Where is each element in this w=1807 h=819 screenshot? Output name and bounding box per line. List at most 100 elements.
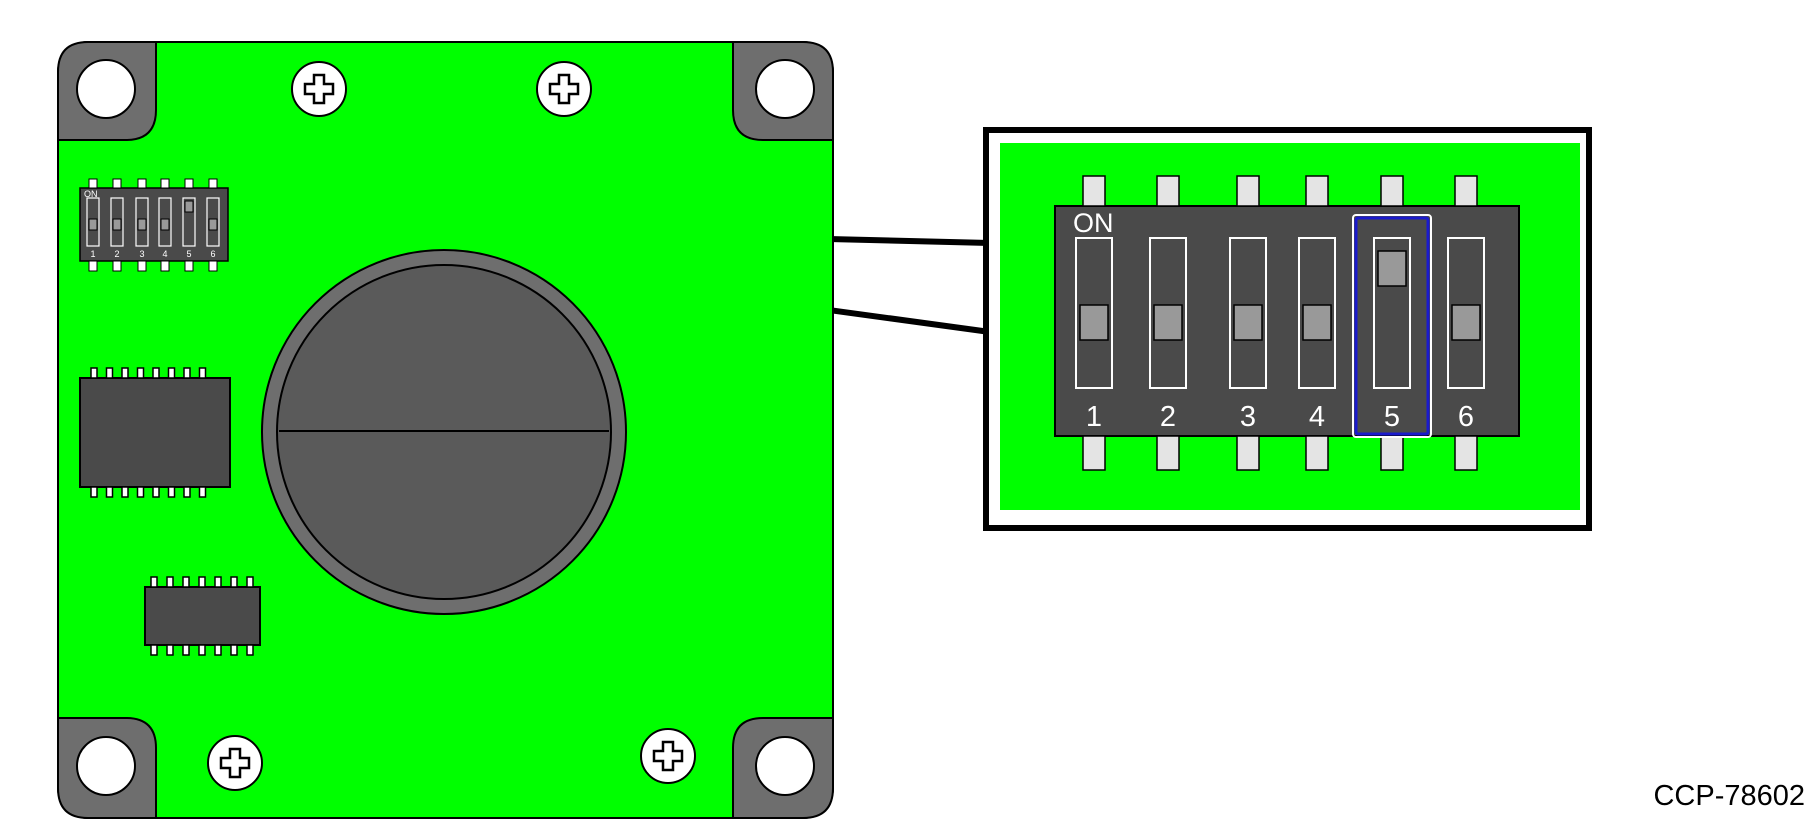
mini-switch-number: 6 [210,249,215,259]
chip-pin [150,576,158,588]
mini-switch-pin [88,178,98,189]
switch-pin-top [1156,175,1180,207]
switch-toggle-4 [1302,304,1332,341]
mini-switch-knob [88,218,98,231]
mounting-hole-top-right [755,59,815,119]
switch-pin-top [1454,175,1478,207]
mini-switch-slot [182,197,196,247]
chip-pin [105,486,114,498]
chip-pin [166,576,174,588]
switch-slot [1229,237,1267,389]
mini-switch-pin [112,178,122,189]
switch-toggle-2 [1153,304,1183,341]
switch-pin-bottom [1305,435,1329,471]
ic-chip-large [79,367,231,498]
chip-pin [182,576,190,588]
chip-pin [136,367,145,379]
mini-switch-pin [208,260,218,272]
switch-number-1: 1 [1086,401,1102,433]
mounting-hole-bottom-left [76,736,136,796]
mini-switch-number: 3 [139,249,144,259]
chip-pin [121,367,129,379]
switch-slot [1075,237,1113,389]
mini-switch-knob [160,218,170,231]
chip-pin [183,486,191,498]
mini-switch-slot [86,197,100,247]
switch-pin-bottom [1156,435,1180,471]
switch-number-6: 6 [1458,401,1474,433]
switch-slot [1149,237,1187,389]
switch-pin-bottom [1380,435,1404,471]
coin-battery [261,249,627,615]
switch-slot [1298,237,1336,389]
chip-pin [230,644,238,656]
switch-slot [1373,237,1411,389]
switch-number-3: 3 [1240,401,1256,433]
chip-pin [198,576,206,588]
mini-switch-slot [135,197,149,247]
mini-switch-number: 1 [90,249,95,259]
switch-toggle-1 [1079,304,1109,341]
switch-toggle-3 [1233,304,1263,341]
mounting-hole-top-left [76,59,136,119]
chip-pin [167,367,176,379]
chip-pin [246,644,254,656]
mini-switch-pin [208,178,218,189]
mini-switch-slot [206,197,220,247]
chip-pin [198,486,207,498]
dip-switch-body [1054,205,1520,437]
switch-highlight-outline [1352,214,1432,438]
chip-pin [246,576,254,588]
chip-pin [150,644,158,656]
switch-pin-top [1082,175,1106,207]
mini-switch-number: 4 [162,249,167,259]
chip-pin [167,486,176,498]
screw-icon [536,61,592,117]
screw-icon [291,61,347,117]
mini-switch-pin [184,260,194,272]
mini-switch-pin [160,178,170,189]
mini-switch-pin [137,178,147,189]
mounting-hole-bottom-right [755,736,815,796]
mini-switch-slot [110,197,124,247]
switch-pin-top [1236,175,1260,207]
mini-switch-number: 2 [114,249,119,259]
chip-pin [198,644,206,656]
mini-switch-knob [208,218,218,231]
ic-chip-small [144,576,261,656]
dip-switch-miniature: ON 1 2 3 4 5 6 [79,178,229,272]
circuit-board: ON 1 2 3 4 5 6 [57,41,834,819]
mini-switch-pin [88,260,98,272]
figure-id: CCP-78602 [1653,780,1805,812]
chip-pin [198,367,207,379]
mini-switch-pin [160,260,170,272]
mini-switch-knob [112,218,122,231]
chip-pin [183,367,191,379]
mini-switch-pin [137,260,147,272]
chip-pin [136,486,145,498]
switch-slot [1447,237,1485,389]
chip-pin [182,644,190,656]
mini-on-label: ON [84,189,98,199]
screw-icon [640,728,696,784]
switch-pin-top [1380,175,1404,207]
switch-number-2: 2 [1160,401,1176,433]
switch-pin-top [1305,175,1329,207]
mini-switch-number: 5 [186,249,191,259]
mini-switch-pin [184,178,194,189]
chip-pin [230,576,238,588]
chip-pin [105,367,114,379]
mini-switch-slot [158,197,172,247]
switch-number-4: 4 [1309,401,1325,433]
switch-pin-bottom [1454,435,1478,471]
chip-pin [152,486,160,498]
chip-pin [214,576,222,588]
switch-highlight-box [1354,216,1430,436]
screw-icon [207,735,263,791]
dip-on-label: ON [1073,208,1114,238]
mini-switch-pin [112,260,122,272]
switch-pin-bottom [1082,435,1106,471]
